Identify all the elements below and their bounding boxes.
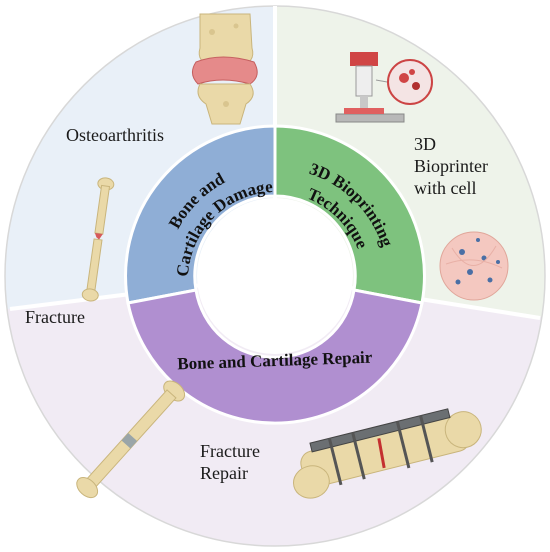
bioprinter-icon — [335, 52, 433, 123]
knee-joint-icon — [192, 13, 258, 125]
label-fracture-repair-1: Fracture — [200, 441, 260, 461]
label-bioprinter-1: 3D — [414, 134, 436, 154]
label-bioprinter-2: Bioprinter — [414, 156, 488, 176]
plated-bone-icon — [293, 408, 482, 499]
ring-segment-technique — [273, 124, 426, 305]
fractured-bone-icon — [81, 177, 115, 302]
repaired-bone-icon — [76, 380, 186, 499]
cell-sphere-icon — [439, 231, 509, 301]
ring-segment-repair — [126, 288, 424, 425]
ring-segment-damage — [124, 124, 277, 305]
label-bioprinter-3: with cell — [414, 178, 476, 198]
label-fracture-repair-2: Repair — [200, 463, 248, 483]
label-osteoarthritis: Osteoarthritis — [66, 125, 164, 145]
label-fracture: Fracture — [25, 307, 85, 327]
